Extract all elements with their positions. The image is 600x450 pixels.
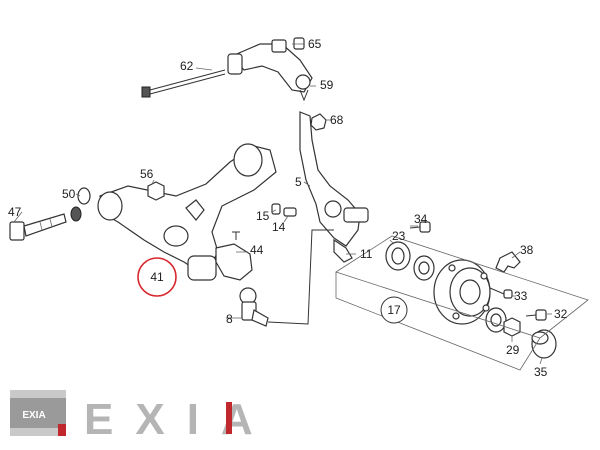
ball-joint-8 <box>239 287 269 327</box>
label-5: 5 <box>295 175 302 189</box>
leader-lines <box>13 43 552 365</box>
nut-29 <box>503 317 521 337</box>
bolt-34 <box>409 221 431 233</box>
label-29: 29 <box>506 343 520 357</box>
washer-50 <box>77 187 91 205</box>
bolt-32 <box>525 309 547 321</box>
seal-23 <box>385 241 411 271</box>
label-62: 62 <box>180 59 194 73</box>
label-44: 44 <box>250 243 264 257</box>
lower-control-arm <box>97 143 277 281</box>
washer-47 <box>70 206 82 222</box>
label-15: 15 <box>256 209 270 223</box>
bearing-outer <box>485 307 507 333</box>
upper-control-arm <box>227 39 313 102</box>
hub-exploded-frame <box>335 235 589 371</box>
label-11: 11 <box>360 247 373 261</box>
nut-56 <box>147 181 165 201</box>
label-14: 14 <box>272 220 286 234</box>
bearing-11 <box>413 255 435 281</box>
label-47: 47 <box>8 205 22 219</box>
nut-65 <box>293 37 305 50</box>
bolt-62 <box>141 69 226 98</box>
label-8: 8 <box>226 312 233 326</box>
exia-logo-wordmark: EXIA <box>84 395 275 444</box>
label-41: 41 <box>150 270 164 284</box>
nut-68 <box>310 113 327 131</box>
bolt-14 <box>283 207 297 217</box>
exia-logo: EXIA EXIA <box>10 390 275 444</box>
exia-logo-badge-text: EXIA <box>22 410 45 421</box>
cap-35 <box>531 329 557 359</box>
callout-17: 17 <box>380 296 408 324</box>
label-32: 32 <box>554 307 568 321</box>
bolt-47-long <box>9 213 67 241</box>
label-50: 50 <box>62 187 76 201</box>
label-17: 17 <box>387 303 401 317</box>
highlight-41[interactable]: 41 <box>137 257 177 297</box>
label-68: 68 <box>330 113 344 127</box>
label-23: 23 <box>392 229 406 243</box>
bolt-33 <box>489 287 513 299</box>
steering-knuckle <box>299 111 369 263</box>
label-65: 65 <box>308 37 322 51</box>
bolt-15 <box>271 203 281 215</box>
label-34: 34 <box>414 212 428 226</box>
wheel-hub <box>433 259 491 325</box>
label-33: 33 <box>514 289 528 303</box>
exia-logo-badge: EXIA <box>10 390 66 436</box>
label-59: 59 <box>320 78 334 92</box>
label-56: 56 <box>140 167 154 181</box>
label-38: 38 <box>520 243 534 257</box>
label-35: 35 <box>534 365 548 379</box>
